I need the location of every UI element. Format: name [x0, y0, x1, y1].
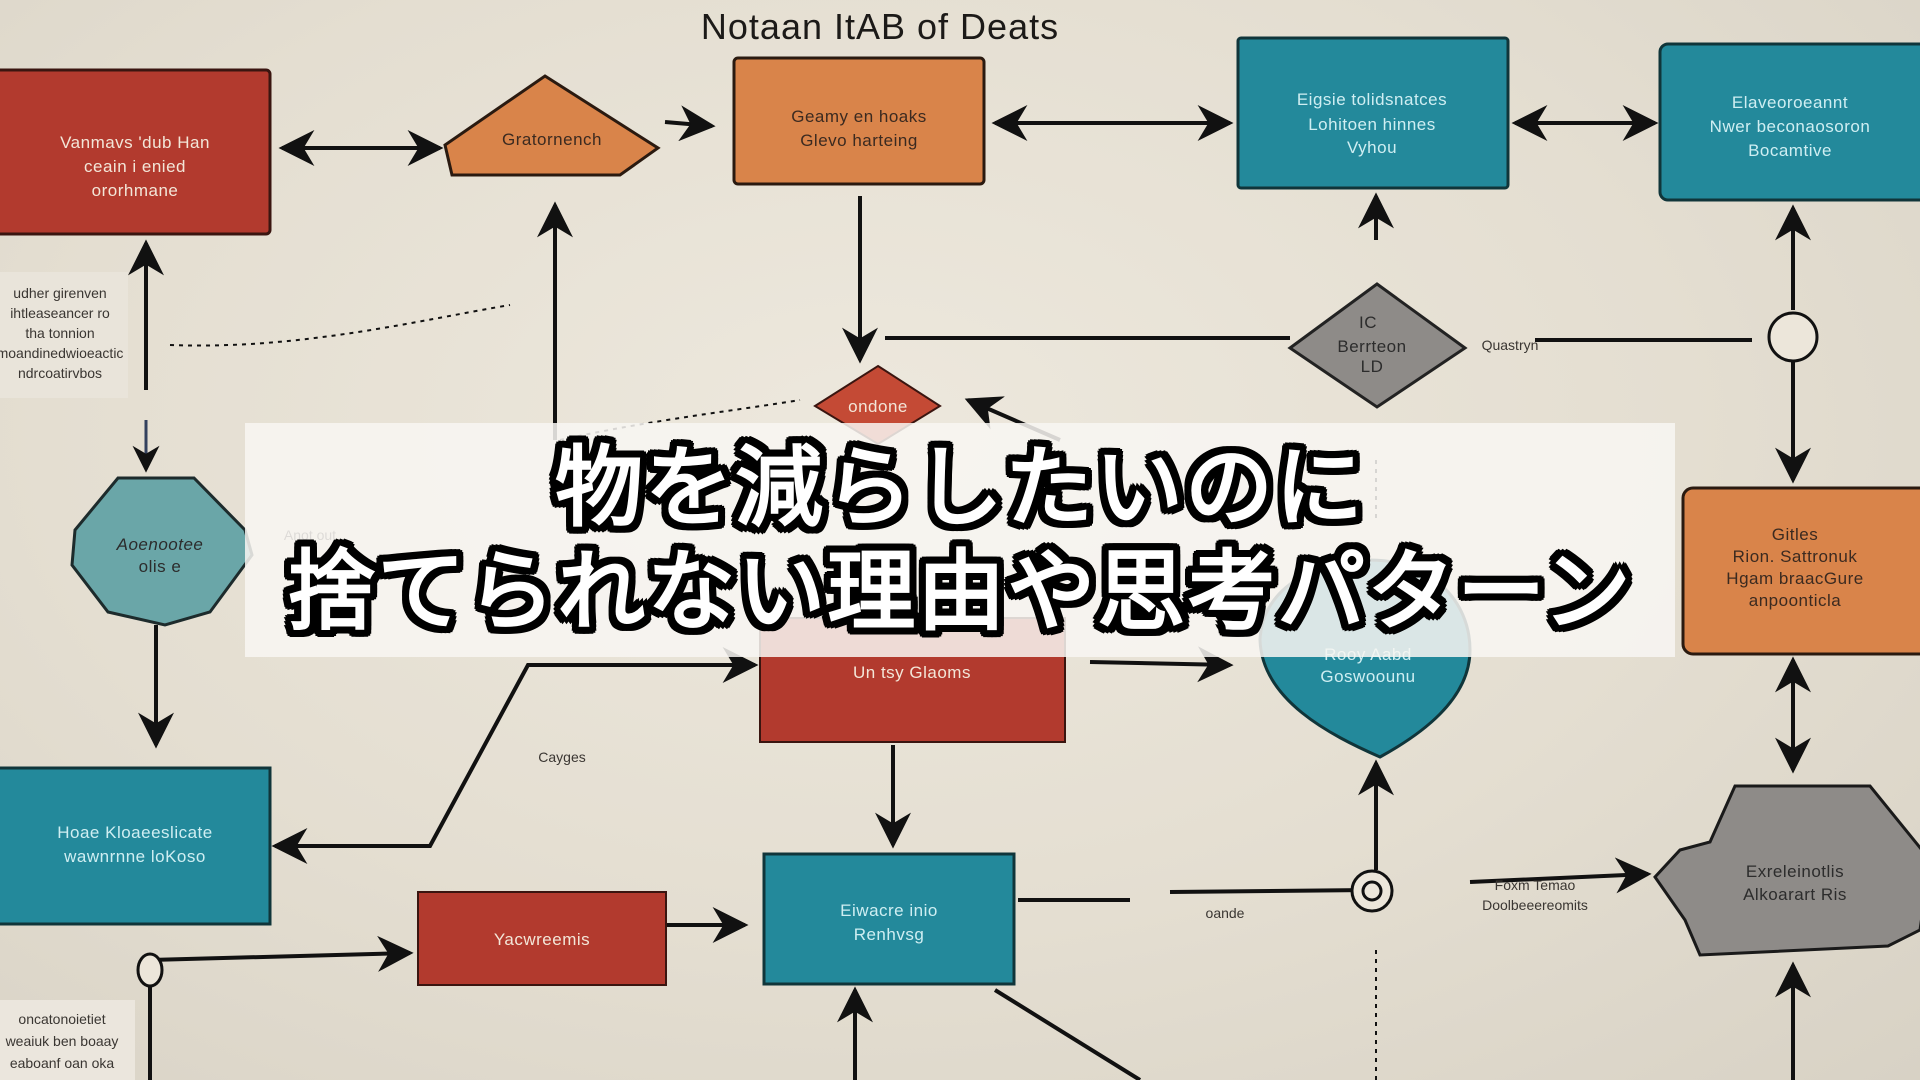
svg-text:LD: LD — [1361, 357, 1384, 376]
note-left-bottom: oncatonoietiet weaiuk ben boaay eaboanf … — [0, 1000, 135, 1080]
svg-text:Yacwreemis: Yacwreemis — [494, 930, 590, 949]
node-orange-top: Geamy en hoaks Glevo harteing — [732, 56, 986, 186]
node-teal-bottom-left: Hoae Kloaeeslicate wawnrnne loKoso — [0, 766, 272, 926]
svg-text:ororhmane: ororhmane — [92, 181, 179, 200]
svg-text:Gratornench: Gratornench — [502, 130, 602, 149]
svg-text:ndrcoatirvbos: ndrcoatirvbos — [18, 365, 102, 381]
node-gray-diamond: IC Berrteon LD — [1287, 282, 1468, 409]
svg-text:tha tonnion: tha tonnion — [25, 325, 94, 341]
svg-text:anpoonticla: anpoonticla — [1749, 591, 1842, 610]
svg-text:moandinedwioeactic: moandinedwioeactic — [0, 345, 123, 361]
node-gray-octagon: Exreleinotlis Alkoarart Ris — [1653, 784, 1920, 957]
svg-text:olis e: olis e — [139, 557, 182, 576]
connector-lines — [128, 105, 1811, 1080]
svg-text:IC: IC — [1359, 313, 1377, 332]
label-right-mid-1: Foxm Temao — [1495, 877, 1576, 893]
svg-text:Berrteon: Berrteon — [1337, 337, 1406, 356]
diagram-title: Notaan ItAB of Deats — [700, 6, 1060, 47]
node-teal-top-center: Eigsie tolidsnatces Lohitoen hinnes Vyho… — [1236, 36, 1510, 190]
svg-text:eaboanf oan oka: eaboanf oan oka — [10, 1055, 115, 1071]
svg-text:oncatonoietiet: oncatonoietiet — [18, 1011, 105, 1027]
svg-text:Geamy en hoaks: Geamy en hoaks — [791, 107, 927, 126]
svg-text:Vyhou: Vyhou — [1347, 138, 1397, 157]
label-circle: oande — [1206, 905, 1245, 921]
svg-text:Lohitoen hinnes: Lohitoen hinnes — [1308, 115, 1436, 134]
svg-text:Bocamtive: Bocamtive — [1748, 141, 1832, 160]
note-left-top: udher girenven ihtleaseancer ro tha tonn… — [0, 272, 128, 398]
node-teal-top-right: Elaveoroeannt Nwer beconaosoron Bocamtiv… — [1658, 42, 1920, 202]
svg-text:Elaveoroeannt: Elaveoroeannt — [1732, 93, 1848, 112]
label-question: Quastryn — [1482, 337, 1539, 353]
label-crossing: Cayges — [538, 749, 585, 765]
node-orange-right: Gitles Rion. Sattronuk Hgam braacGure an… — [1681, 486, 1920, 656]
svg-text:Alkoarart Ris: Alkoarart Ris — [1743, 885, 1847, 904]
svg-text:Exreleinotlis: Exreleinotlis — [1746, 862, 1844, 881]
headline-banner: 物を減らしたいのに 捨てられない理由や思考パターン — [245, 423, 1675, 657]
svg-text:ondone: ondone — [848, 397, 908, 416]
headline-line-2: 捨てられない理由や思考パターン — [287, 540, 1633, 643]
svg-text:Glevo harteing: Glevo harteing — [800, 131, 918, 150]
junction-circles — [136, 311, 1819, 988]
svg-text:Eiwacre inio: Eiwacre inio — [840, 901, 938, 920]
svg-text:ihtleaseancer ro: ihtleaseancer ro — [10, 305, 110, 321]
svg-text:udher girenven: udher girenven — [13, 285, 106, 301]
svg-text:Eigsie tolidsnatces: Eigsie tolidsnatces — [1297, 90, 1447, 109]
svg-text:Aoenootee: Aoenootee — [116, 535, 204, 554]
node-red-bottom: Yacwreemis — [417, 891, 667, 986]
label-right-mid-2: Doolbeeereomits — [1482, 897, 1588, 913]
svg-text:Un tsy Glaoms: Un tsy Glaoms — [853, 663, 971, 682]
node-teal-bottom-center: Eiwacre inio Renhvsg — [762, 852, 1016, 986]
svg-text:Nwer beconaosoron: Nwer beconaosoron — [1710, 117, 1871, 136]
svg-text:wawnrnne loKoso: wawnrnne loKoso — [63, 847, 206, 866]
svg-text:ceain i enied: ceain i enied — [84, 157, 186, 176]
node-red-top-left: Vanmavs 'dub Han ceain i enied ororhmane — [0, 68, 272, 236]
svg-text:Goswoounu: Goswoounu — [1320, 667, 1415, 686]
svg-text:weaiuk ben boaay: weaiuk ben boaay — [5, 1033, 119, 1049]
svg-text:Hoae Kloaeeslicate: Hoae Kloaeeslicate — [57, 823, 212, 842]
node-teal-octagon: Aoenootee olis e — [70, 476, 254, 627]
svg-text:Hgam braacGure: Hgam braacGure — [1726, 569, 1863, 588]
junction-circle-icon — [136, 952, 164, 988]
svg-text:Gitles: Gitles — [1772, 525, 1818, 544]
svg-text:Rion. Sattronuk: Rion. Sattronuk — [1733, 547, 1858, 566]
svg-text:Renhvsg: Renhvsg — [854, 925, 925, 944]
node-orange-pentagon: Gratornench — [443, 74, 661, 177]
junction-circle-icon — [1767, 311, 1819, 363]
headline-line-1: 物を減らしたいのに — [554, 436, 1365, 539]
svg-text:Vanmavs 'dub Han: Vanmavs 'dub Han — [60, 133, 210, 152]
junction-circle-icon — [1350, 869, 1394, 913]
